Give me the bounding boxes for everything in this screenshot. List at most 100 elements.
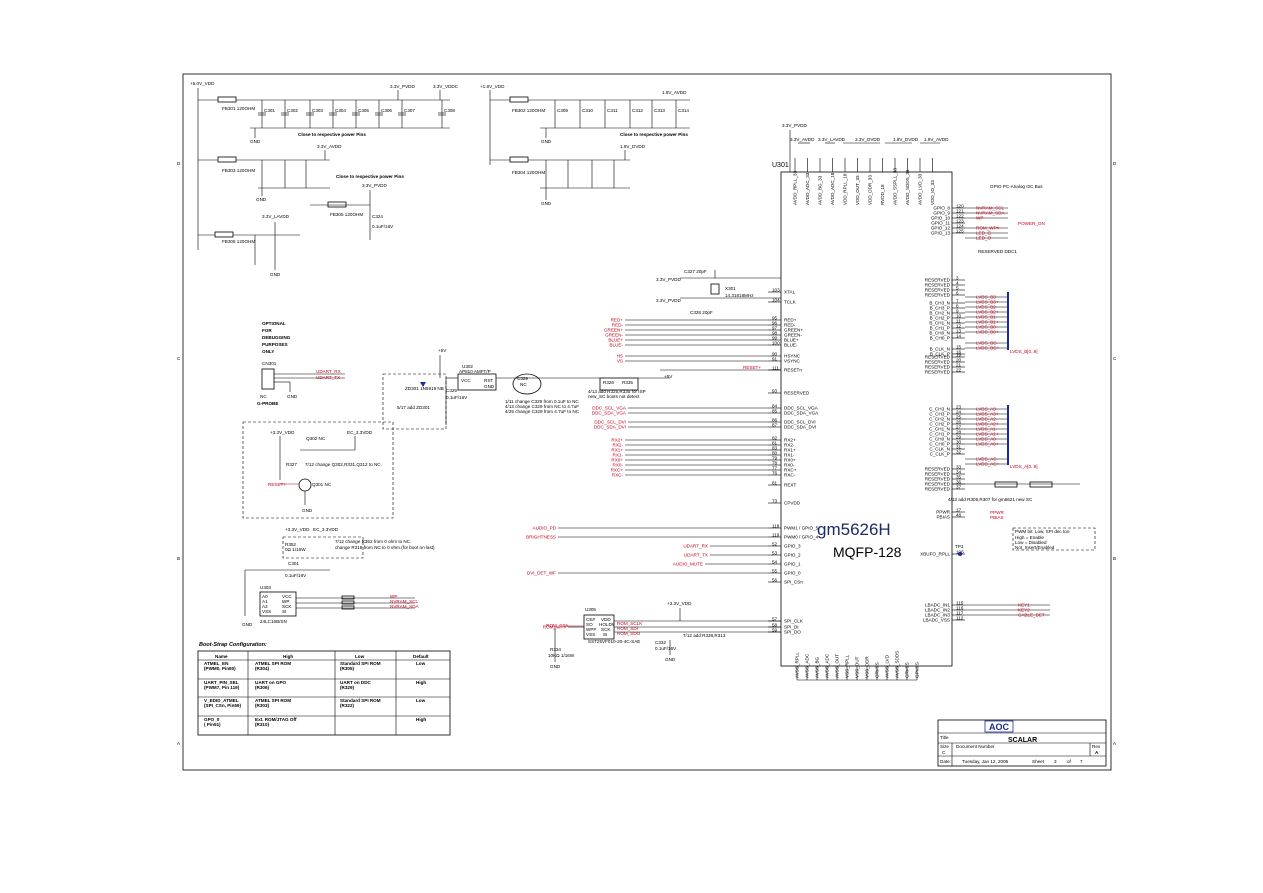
left-pin-number: 111 <box>772 366 779 371</box>
svg-text:GND: GND <box>665 657 676 662</box>
svg-text:C301: C301 <box>288 561 299 566</box>
bootstrap-cell: (R304) <box>255 666 270 671</box>
chip-ref: U301 <box>772 162 789 169</box>
svg-text:GND: GND <box>270 272 281 277</box>
left-pin-name: CPVDD <box>784 501 801 506</box>
right-pin-name: LBADC_IN2 <box>925 608 950 613</box>
left-pin-name: XTAL <box>784 290 796 295</box>
right-pin-number: 29 <box>956 435 962 440</box>
signal-label: UDART_TX <box>684 553 708 558</box>
right-pin-number: 19 <box>956 353 962 358</box>
right-pin-name: RESERVED <box>925 482 951 487</box>
left-pin-name: SPI_DI <box>784 625 799 630</box>
bottom-pin-label: AVSS_LVD <box>885 654 890 678</box>
right-pin-name: RESERVED <box>925 370 951 375</box>
signal-label: BLUE- <box>609 343 623 348</box>
svg-text:4/13 change C329 from NC to 4.: 4/13 change C329 from NC to 4.7uF <box>505 404 579 409</box>
chip-part: gm5626H <box>817 520 891 539</box>
right-signal-label: NVRAM_SDA <box>976 211 1006 216</box>
left-pin-number: 77 <box>772 466 778 471</box>
right-signal-label: LVDS_B0- <box>976 325 998 330</box>
svg-text:VSS: VSS <box>262 609 271 614</box>
right-pin-name: C_CH0_P <box>929 442 950 447</box>
right-pin-name: C_CH3_N <box>929 407 950 412</box>
right-signal-label: LVDS_A0- <box>976 437 998 442</box>
left-pin-number: 73 <box>772 499 778 504</box>
svg-text:ZD301 1N5919 NB: ZD301 1N5919 NB <box>405 386 444 391</box>
top-pin-label: AVDD_SDDS_33 <box>905 169 910 205</box>
svg-text:FB301 120OHM: FB301 120OHM <box>222 106 255 111</box>
svg-text:WP: WP <box>390 594 397 599</box>
left-pin-name: BLUE- <box>784 343 798 348</box>
right-pin-name: GPIO_11 <box>931 221 950 226</box>
svg-text:Rev: Rev <box>1092 744 1101 749</box>
svg-text:EC_3.3VDD: EC_3.3VDD <box>347 430 373 435</box>
right-pin-name: B_CLK_P <box>930 352 950 357</box>
svg-text:Low: Low <box>355 654 365 659</box>
svg-text:GND: GND <box>550 664 561 669</box>
bottom-pin-label: AVSS_OUT <box>835 654 840 678</box>
svg-text:3.3V_PVDD: 3.3V_PVDD <box>656 277 681 282</box>
svg-text:C302: C302 <box>287 108 298 113</box>
top-pin-label: AVDD_SSPLL_33 <box>893 168 898 205</box>
bootstrap-cell: UART on DDC <box>340 680 372 685</box>
right-pin-number: 34 <box>956 470 962 475</box>
right-pin-name: B_CH0_P <box>930 336 950 341</box>
svg-text:UDART_RX: UDART_RX <box>316 369 341 374</box>
right-pin-name: B_CH1_N <box>929 321 950 326</box>
right-pin-name: LBADC_IN1 <box>925 603 950 608</box>
left-pin-number: 98 <box>772 331 778 336</box>
left-pin-number: 85 <box>772 409 778 414</box>
right-pin-number: 35 <box>956 475 962 480</box>
signal-label: DDC_SCL_VGA <box>592 406 627 411</box>
bootstrap-cell: (R306) <box>255 685 270 690</box>
svg-text:FOR: FOR <box>262 328 272 333</box>
right-pin-name: C_CH1_P <box>929 432 950 437</box>
right-signal-label: LVDS_B3- <box>976 295 998 300</box>
bootstrap-cell: ATMEL_EN <box>204 661 229 666</box>
svg-text:Default: Default <box>413 654 429 659</box>
svg-text:Low = Disabled: Low = Disabled <box>1015 540 1047 545</box>
right-pin-name: B_CH3_P <box>930 306 950 311</box>
svg-text:PURPOSES: PURPOSES <box>262 342 288 347</box>
right-signal-label: LVDS_A1- <box>976 427 998 432</box>
svg-text:+1.8V_VDD: +1.8V_VDD <box>480 84 505 89</box>
right-pin-number: 25 <box>956 415 962 420</box>
right-pin-name: RESERVED <box>925 467 951 472</box>
bottom-pin-label: CRVSS <box>905 662 910 678</box>
left-pin-name: RED+ <box>784 318 797 323</box>
bootstrap-cell: (R322) <box>340 703 355 708</box>
svg-text:FB305 120OHM: FB305 120OHM <box>330 212 363 217</box>
left-pin-number: 103 <box>772 288 780 293</box>
svg-text:ONLY: ONLY <box>262 349 274 354</box>
left-pin-number: 99 <box>772 336 778 341</box>
right-signal-label: LED_O <box>976 236 991 241</box>
right-pin-number: 5 <box>956 286 959 291</box>
left-pin-number: 81 <box>772 481 778 486</box>
bootstrap-cell: High <box>416 680 426 685</box>
signal-label: RX1+ <box>611 448 623 453</box>
svg-text:+5V: +5V <box>438 348 447 353</box>
svg-text:AP810 AMFT/P: AP810 AMFT/P <box>459 369 491 374</box>
svg-text:Title: Title <box>940 735 949 740</box>
note-close-power-2: Close to respective power Pins <box>336 174 404 179</box>
svg-text:C: C <box>1113 356 1117 361</box>
top-pin-label: VDD_RPLL_18 <box>843 173 848 205</box>
right-signal-label: LVDS_A2+ <box>976 422 999 427</box>
rail-5v: +5.0V_VDD <box>190 81 215 86</box>
right-pin-number: 123 <box>956 219 964 224</box>
svg-text:C: C <box>177 356 181 361</box>
right-pin-name: PBIAS <box>936 515 950 520</box>
svg-text:DEBUGGING: DEBUGGING <box>262 335 291 340</box>
flash-block: U305 CE# SO WP# VSS VDD HOLD# SCK SI SST… <box>546 601 781 669</box>
svg-text:7/12 change R352 from 0 ohm to: 7/12 change R352 from 0 ohm to NC. <box>335 539 411 544</box>
power-section-right: +1.8V_VDD FB302 120OHM GND 1.8V_AVDD Clo… <box>480 84 690 206</box>
right-pin-number: 14 <box>956 334 962 339</box>
right-pin-number: 17 <box>956 508 962 513</box>
right-signal-label: LVDS_B1+ <box>976 320 999 325</box>
svg-text:Document Number: Document Number <box>956 744 995 749</box>
left-pin-number: 54 <box>772 560 778 565</box>
svg-text:3.3V_PVDD: 3.3V_PVDD <box>782 123 807 128</box>
svg-text:1.8V_DVDD: 1.8V_DVDD <box>893 137 919 142</box>
right-pin-name: B_CH3_N <box>929 301 950 306</box>
